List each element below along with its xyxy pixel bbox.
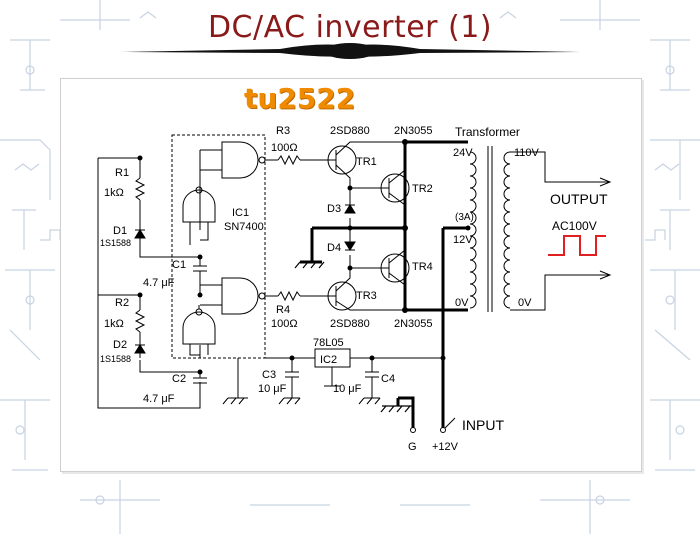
title-ornament: [120, 43, 580, 59]
label-d1: D1: [113, 225, 127, 237]
label-c2-value: 4.7 μF: [143, 393, 175, 405]
label-d4: D4: [327, 242, 341, 254]
label-ic2: IC2: [320, 354, 337, 366]
label-r2: R2: [115, 297, 129, 309]
ac-waveform-icon: [548, 235, 606, 256]
label-r3-value: 100Ω: [271, 142, 298, 154]
brand-logo: tu2522: [244, 82, 356, 115]
label-3a: (3A): [455, 212, 474, 223]
label-plus-12v: +12V: [432, 441, 459, 453]
label-d2: D2: [113, 339, 127, 351]
label-110v: 110V: [514, 147, 540, 159]
label-tr1: TR1: [356, 156, 377, 168]
label-c3: C3: [262, 369, 276, 381]
label-d3: D3: [327, 203, 341, 215]
label-tr2-part: 2N3055: [394, 125, 433, 137]
label-r1-value: 1kΩ: [104, 187, 124, 199]
label-tr4-part: 2N3055: [394, 318, 433, 330]
label-d1-value: 1S1588: [100, 238, 131, 248]
label-r1: R1: [115, 167, 129, 179]
label-ic2-part: 78L05: [313, 337, 344, 349]
label-c1: C1: [172, 259, 186, 271]
label-input: INPUT: [462, 417, 504, 433]
label-24v: 24V: [453, 147, 473, 159]
page-title: DC/AC inverter (1): [207, 10, 493, 45]
label-r4-value: 100Ω: [271, 318, 298, 330]
label-r4: R4: [276, 304, 290, 316]
label-ground: G: [408, 441, 417, 453]
label-c2: C2: [172, 373, 186, 385]
label-c4: C4: [381, 373, 395, 385]
label-tr3: TR3: [356, 290, 377, 302]
label-primary-0v: 0V: [455, 297, 469, 309]
label-c4-value: 10 μF: [333, 383, 362, 395]
label-secondary-0v: 0V: [518, 297, 532, 309]
label-tr1-part: 2SD880: [330, 125, 370, 137]
label-r2-value: 1kΩ: [104, 318, 124, 330]
label-d2-value: 1S1588: [100, 354, 131, 364]
label-tr4: TR4: [412, 261, 433, 273]
label-c3-value: 10 μF: [258, 383, 287, 395]
label-transformer: Transformer: [455, 125, 520, 139]
label-r3: R3: [276, 125, 290, 137]
label-ic1: IC1: [232, 207, 249, 219]
label-output: OUTPUT: [550, 191, 608, 207]
label-tr2: TR2: [412, 183, 433, 195]
label-tr3-part: 2SD880: [330, 318, 370, 330]
label-ic1-value: SN7400: [224, 221, 264, 233]
label-ac100v: AC100V: [552, 219, 597, 233]
label-c1-value: 4.7 μF: [143, 277, 175, 289]
label-12v: 12V: [453, 234, 473, 246]
